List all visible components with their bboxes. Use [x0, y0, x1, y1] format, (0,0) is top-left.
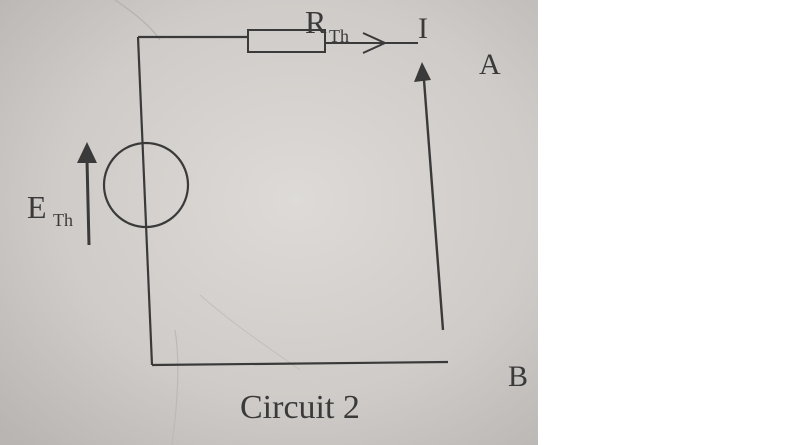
current-arrow: [362, 32, 388, 54]
source-label-subscript: Th: [53, 210, 73, 230]
terminal-a-label: A: [479, 48, 501, 81]
resistor-label-main: R: [305, 4, 327, 40]
diagram-caption: Circuit 2: [240, 389, 360, 426]
voltage-uab-arrow-head: [414, 62, 431, 82]
voltage-source-eth: [102, 141, 190, 229]
eth-arrow-shaft: [85, 159, 91, 246]
paper-crease: [171, 329, 179, 445]
current-label: I: [418, 12, 428, 45]
paper-background: [0, 0, 538, 445]
circuit-diagram: R Th I A B E Th Circuit 2: [0, 0, 538, 445]
source-label-main: E: [27, 189, 47, 225]
eth-arrow-head: [77, 142, 97, 163]
wire-bottom: [151, 360, 449, 367]
circuit-photo: R Th I A B E Th Circuit 2: [0, 0, 538, 445]
wire-left: [136, 36, 154, 366]
resistor-rth: [247, 29, 326, 53]
blank-margin: [538, 0, 800, 445]
terminal-b-label: B: [508, 360, 528, 393]
resistor-label-subscript: Th: [329, 26, 349, 46]
voltage-uab-arrow-shaft: [422, 79, 445, 331]
